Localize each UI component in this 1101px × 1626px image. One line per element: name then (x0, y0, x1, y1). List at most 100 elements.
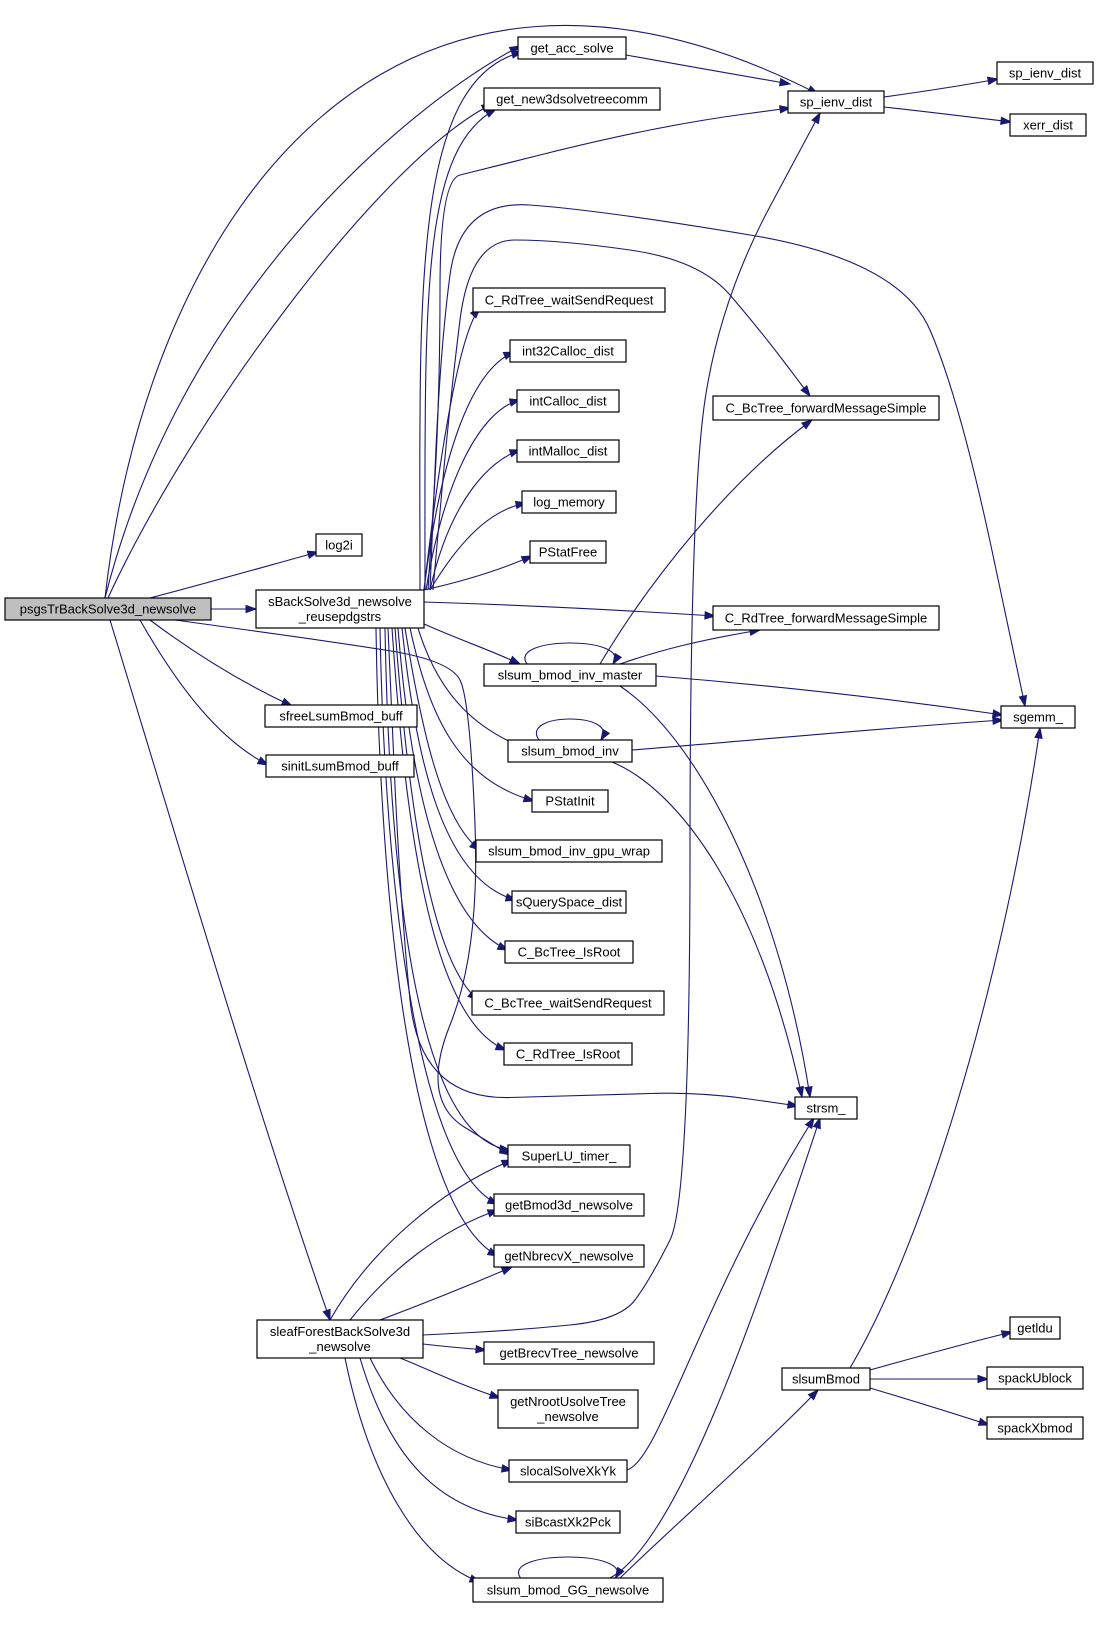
node-box (516, 389, 620, 413)
node-label: C_RdTree_waitSendRequest (485, 293, 654, 308)
node-box (986, 1366, 1084, 1390)
node-box (493, 1244, 645, 1268)
node-strsm[interactable]: strsm_ (794, 1096, 858, 1120)
node-box (508, 1459, 628, 1483)
node-label: siBcastXk2Pck (525, 1515, 611, 1530)
edge-spienv-to-spienv2 (883, 76, 1000, 98)
edge-sback-to-timer (384, 627, 512, 1154)
node-label: getNbrecvX_newsolve (504, 1249, 633, 1264)
node-label: sfreeLsumBmod_buff (279, 709, 403, 724)
edge-spienv-to-xerr (883, 106, 1013, 126)
node-sback[interactable]: sBackSolve3d_newsolve_reusepdgstrs (255, 589, 425, 629)
node-box (475, 839, 663, 863)
node-box (712, 605, 940, 631)
node-timer[interactable]: SuperLU_timer_ (507, 1144, 631, 1168)
edge-sback-to-rdfwd (423, 601, 717, 620)
node-spackx[interactable]: spackXbmod (986, 1416, 1084, 1440)
node-box (503, 1042, 633, 1066)
edge-slsumgg-to-strsm (609, 1116, 821, 1579)
node-label: spackUblock (998, 1371, 1072, 1386)
node-getacc[interactable]: get_acc_solve (517, 36, 627, 60)
node-xerr[interactable]: xerr_dist (1009, 113, 1087, 137)
node-crdwait[interactable]: C_RdTree_waitSendRequest (472, 287, 666, 313)
node-getldu[interactable]: getldu (1009, 1316, 1061, 1340)
node-getbrecv[interactable]: getBrecvTree_newsolve (483, 1341, 655, 1365)
node-box (265, 754, 415, 778)
node-sgemm[interactable]: sgemm_ (1000, 705, 1076, 729)
node-label: slsumBmod (792, 1372, 860, 1387)
node-box (529, 540, 607, 564)
edge-slsummaster-to-strsm (619, 685, 813, 1099)
edge-sback-to-pfree (423, 555, 534, 591)
node-log2i[interactable]: log2i (315, 533, 363, 557)
node-slsuminv[interactable]: slsum_bmod_inv (507, 739, 633, 763)
node-slsumbmod[interactable]: slsumBmod (781, 1367, 871, 1391)
edge-slsumbmod-to-spacku (870, 1374, 990, 1384)
node-sinit[interactable]: sinitLsumBmod_buff (265, 754, 415, 778)
node-box (516, 439, 620, 463)
node-pinit[interactable]: PStatInit (531, 789, 609, 813)
edge-sleaf-to-timer (329, 1159, 514, 1321)
node-getbmod[interactable]: getBmod3d_newsolve (493, 1193, 645, 1217)
node-label: slsum_bmod_inv_master (498, 668, 643, 683)
node-label: log_memory (533, 495, 605, 510)
node-intc[interactable]: intCalloc_dist (516, 389, 620, 413)
node-bcfwd[interactable]: C_BcTree_forwardMessageSimple (712, 395, 940, 421)
node-rdfwd[interactable]: C_RdTree_forwardMessageSimple (712, 605, 940, 631)
node-pfree[interactable]: PStatFree (529, 540, 607, 564)
node-box (256, 1319, 424, 1359)
node-getnroot[interactable]: getNrootUsolveTree_newsolve (497, 1389, 639, 1429)
node-int32c[interactable]: int32Calloc_dist (509, 339, 627, 363)
node-label: _newsolve (536, 1409, 598, 1424)
node-sleaf[interactable]: sleafForestBackSolve3d_newsolve (256, 1319, 424, 1359)
node-label: C_BcTree_IsRoot (518, 945, 621, 960)
node-label: get_acc_solve (530, 41, 613, 56)
node-label: psgsTrBackSolve3d_newsolve (20, 602, 197, 617)
node-rdisroot[interactable]: C_RdTree_IsRoot (503, 1042, 633, 1066)
edge-sback-to-logmem (429, 500, 528, 591)
node-box (787, 90, 885, 114)
edge-root-to-sleaf (109, 619, 331, 1322)
edge-sleaf-to-spienv (422, 111, 821, 1336)
node-box (1009, 1316, 1061, 1340)
node-spienv[interactable]: sp_ienv_dist (787, 90, 885, 114)
node-label: _newsolve (308, 1339, 370, 1354)
node-label: int32Calloc_dist (522, 344, 614, 359)
node-label: PStatFree (539, 545, 598, 560)
edge-root-to-log2i (149, 550, 320, 599)
node-box (483, 663, 657, 687)
node-box (4, 597, 212, 621)
node-getnbr[interactable]: getNbrecvX_newsolve (493, 1244, 645, 1268)
edge-sback-to-sgemm (429, 204, 1028, 708)
node-label: sinitLsumBmod_buff (281, 759, 399, 774)
node-slocal[interactable]: slocalSolveXkYk (508, 1459, 628, 1483)
node-sfree[interactable]: sfreeLsumBmod_buff (264, 704, 418, 728)
node-bcwait[interactable]: C_BcTree_waitSendRequest (471, 990, 665, 1016)
node-label: sp_ienv_dist (800, 95, 873, 110)
node-box (1009, 113, 1087, 137)
edge-sleaf-to-getnbr (379, 1266, 514, 1321)
node-label: C_RdTree_IsRoot (516, 1047, 621, 1062)
node-spacku[interactable]: spackUblock (986, 1366, 1084, 1390)
node-box (1000, 705, 1076, 729)
node-label: slsum_bmod_inv (521, 744, 619, 759)
node-gpuwrap[interactable]: slsum_bmod_inv_gpu_wrap (475, 839, 663, 863)
node-sibcast[interactable]: siBcastXk2Pck (515, 1510, 621, 1534)
node-squery[interactable]: sQuerySpace_dist (511, 890, 627, 914)
node-bcisroot[interactable]: C_BcTree_IsRoot (504, 940, 634, 964)
node-label: strsm_ (807, 1101, 847, 1116)
node-root[interactable]: psgsTrBackSolve3d_newsolve (4, 597, 212, 621)
node-getnew3d[interactable]: get_new3dsolvetreecomm (483, 87, 661, 111)
node-spienv2[interactable]: sp_ienv_dist (996, 61, 1094, 85)
node-slsumgg[interactable]: slsum_bmod_GG_newsolve (472, 1577, 664, 1603)
node-box (493, 1193, 645, 1217)
node-label: getBrecvTree_newsolve (500, 1346, 639, 1361)
edge-slsummaster-to-bcfwd (599, 419, 814, 665)
edge-sback-to-bcfwd (432, 239, 811, 591)
edge-slsuminv-to-slsuminv (535, 718, 611, 742)
edge-slocal-to-strsm (626, 1116, 815, 1471)
node-slsummaster[interactable]: slsum_bmod_inv_master (483, 663, 657, 687)
node-box (472, 287, 666, 313)
node-intm[interactable]: intMalloc_dist (516, 439, 620, 463)
node-logmem[interactable]: log_memory (521, 490, 617, 514)
